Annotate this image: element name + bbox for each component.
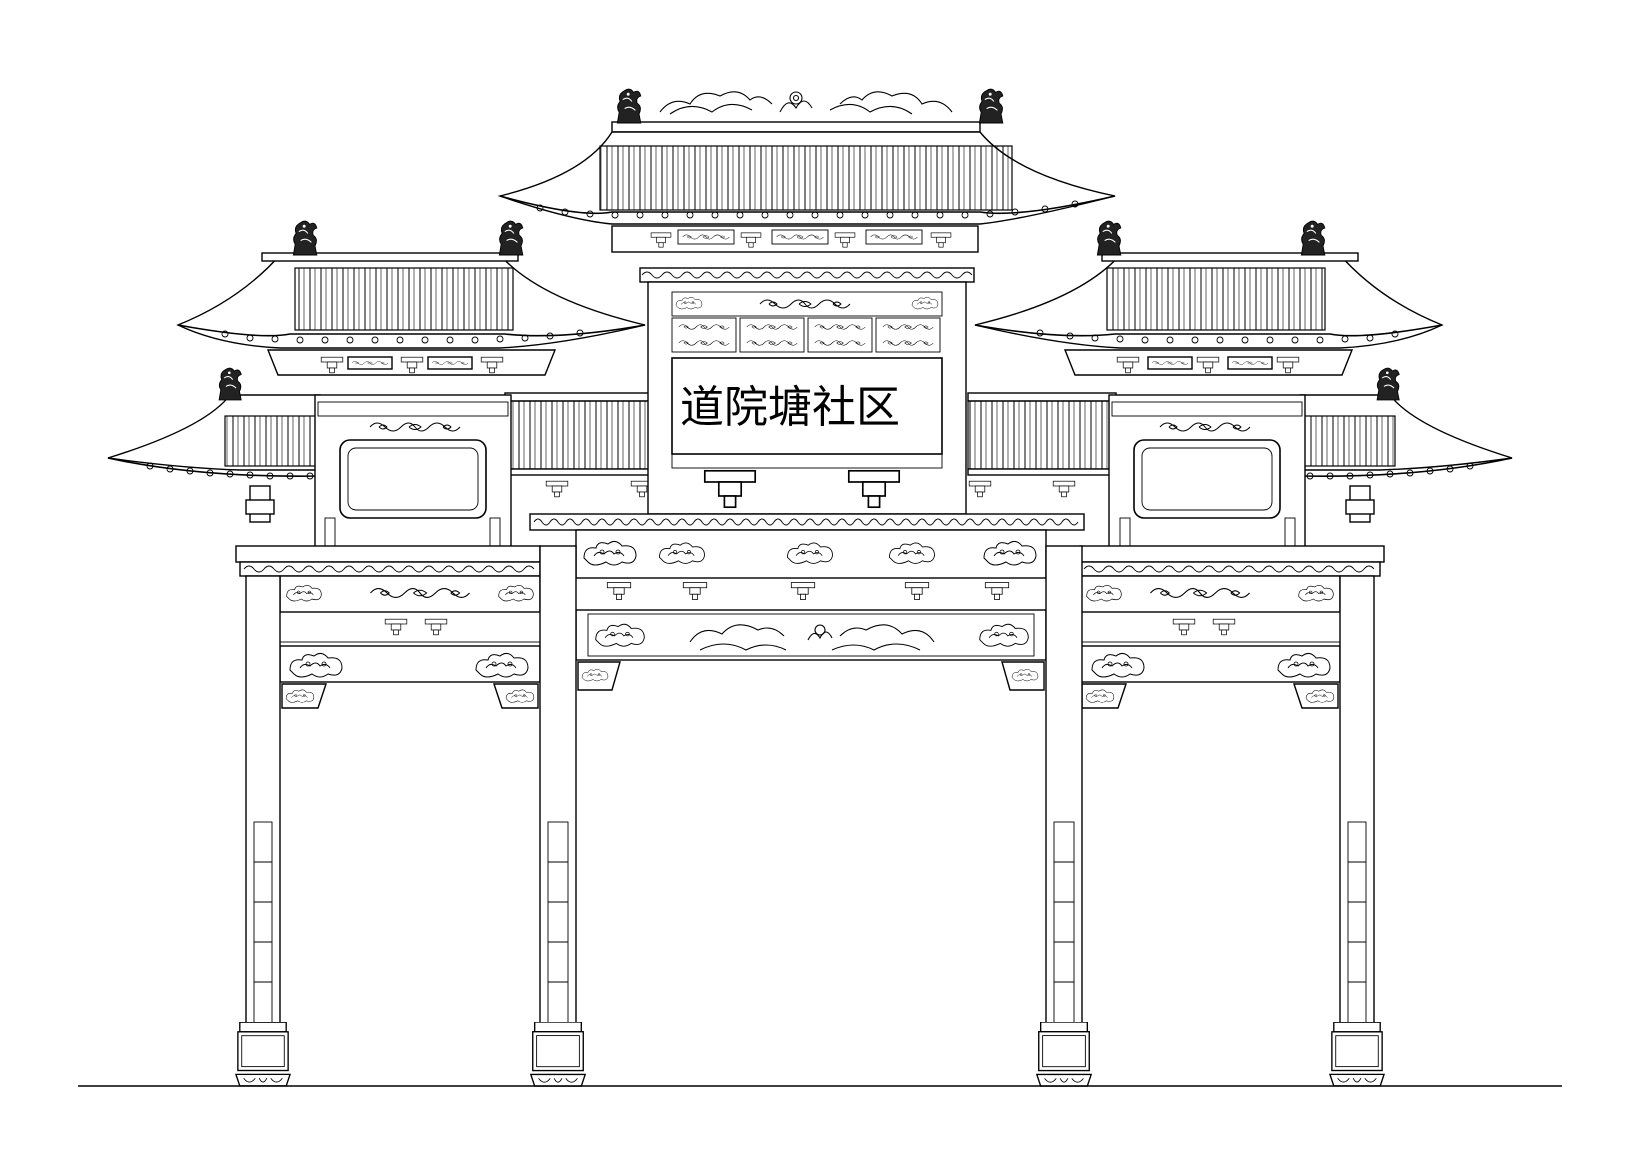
plaque-text: 道院塘社区 <box>680 382 900 433</box>
outer-right-roof <box>1299 367 1513 523</box>
pillar-inner-left <box>530 545 586 1087</box>
carved-grid-panels <box>671 317 941 353</box>
outer-left-roof <box>107 367 321 523</box>
central-top-roof <box>497 88 1116 253</box>
pillar-inner-right <box>1036 545 1092 1087</box>
right-side-beam <box>1079 545 1385 709</box>
left-connecting-roof <box>504 392 654 498</box>
central-plaque-block: 道院塘社区 <box>639 267 975 515</box>
pillar-outer-left <box>235 575 291 1087</box>
right-connecting-roof <box>967 392 1117 498</box>
right-side-tower <box>974 220 1444 548</box>
left-side-beam <box>235 545 541 709</box>
pillar-outer-right <box>1329 575 1385 1087</box>
left-side-tower <box>176 220 646 548</box>
central-main-beam <box>529 513 1085 691</box>
